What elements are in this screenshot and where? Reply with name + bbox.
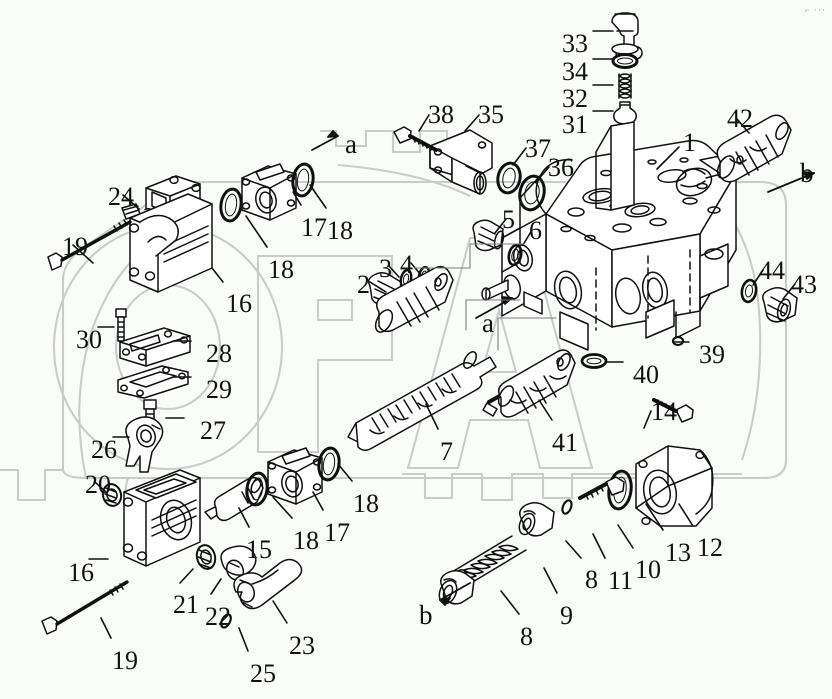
callout-7: 7: [440, 437, 453, 466]
callout-6: 6: [529, 216, 542, 245]
callout-18-a: 18: [268, 255, 294, 284]
part-26-link-joint: [125, 416, 164, 473]
callout-13: 13: [665, 538, 691, 567]
callout-17-lower: 17: [324, 518, 350, 547]
callout-8-upper: 8: [585, 565, 598, 594]
callout-30: 30: [76, 325, 102, 354]
callout-43: 43: [791, 270, 817, 299]
part-1-valve-body: [481, 121, 761, 351]
part-12-spring-cover: [635, 445, 714, 527]
callout-42: 42: [727, 104, 753, 133]
callout-2: 2: [357, 270, 370, 299]
part-36-oring: [518, 174, 546, 212]
part-37-oring: [496, 161, 522, 195]
part-30-bolt: [115, 308, 127, 342]
part-42-check-valve: [716, 114, 792, 183]
callout-22: 22: [205, 602, 231, 631]
corner-watermark-mark: ⌐ ···: [804, 5, 826, 15]
part-19-tie-bolt-lower: [41, 580, 129, 635]
linework-layer: [41, 12, 815, 652]
callout-12: 12: [697, 533, 723, 562]
callout-8-lower: 8: [520, 622, 533, 651]
callout-11: 11: [608, 566, 634, 595]
callout-27: 27: [200, 416, 226, 445]
callout-20: 20: [85, 470, 111, 499]
callout-10: 10: [635, 555, 661, 584]
callout-32: 32: [562, 84, 588, 113]
part-35-port-flange: [429, 129, 493, 195]
section-marker-b-bottom: b: [419, 600, 433, 630]
assembly-route-lines: [413, 243, 557, 351]
callout-9: 9: [560, 601, 573, 630]
part-20-bushing: [101, 483, 123, 507]
callout-1: 1: [683, 128, 696, 157]
callout-26: 26: [91, 435, 117, 464]
callout-16-upper: 16: [226, 289, 252, 318]
part-21-bushing-small: [195, 544, 217, 570]
callout-17-upper: 17: [301, 213, 327, 242]
part-17-flange-upper: [241, 163, 297, 221]
part-18-oring-a: [219, 187, 243, 223]
section-marker-a-top: a: [345, 129, 357, 159]
part-25-snap-ring: [220, 613, 232, 629]
part-18-oring-c: [245, 471, 269, 507]
callout-18-c: 18: [293, 526, 319, 555]
part-33-relief-cap: [611, 12, 643, 61]
callout-33: 33: [562, 29, 588, 58]
callout-21: 21: [173, 590, 199, 619]
part-22-collar: [220, 545, 257, 581]
callout-18-b: 18: [327, 216, 353, 245]
part-28-bracket: [119, 327, 191, 367]
callout-25: 25: [250, 659, 276, 688]
callout-4: 4: [400, 250, 413, 279]
part-29-gasket: [117, 365, 189, 399]
callout-3: 3: [379, 254, 392, 283]
callout-36: 36: [548, 153, 574, 182]
callout-34: 34: [562, 57, 588, 86]
callout-16-lower: 16: [68, 558, 94, 587]
callout-5: 5: [502, 205, 515, 234]
part-10-bolt: [578, 476, 625, 500]
section-marker-b-right: b: [800, 158, 814, 188]
part-14-bolt: [652, 398, 694, 423]
part-41-spool-short: [482, 349, 576, 418]
part-19-tie-bolt-upper: [47, 219, 132, 271]
callout-38: 38: [428, 100, 454, 129]
callout-18-d: 18: [353, 489, 379, 518]
callout-37: 37: [525, 134, 551, 163]
callout-39: 39: [699, 340, 725, 369]
callout-19-upper: 19: [62, 232, 88, 261]
part-6-oring: [507, 243, 523, 267]
callout-35: 35: [478, 100, 504, 129]
part-43-plug-end: [762, 287, 798, 323]
callout-40: 40: [633, 360, 659, 389]
callout-23: 23: [289, 631, 315, 660]
part-8-seat-upper: [518, 502, 555, 537]
callout-29: 29: [206, 375, 232, 404]
part-32-spring: [618, 73, 632, 99]
callout-14: 14: [651, 397, 677, 426]
callout-24: 24: [108, 182, 134, 211]
part-16-cover-lower: [122, 469, 201, 567]
part-44-oring: [740, 278, 758, 304]
part-17-flange-lower: [267, 447, 323, 505]
callout-28: 28: [206, 339, 232, 368]
callout-31: 31: [562, 110, 588, 139]
callout-44: 44: [759, 256, 785, 285]
leader-lines: [72, 30, 796, 652]
part-7-spool-long: [347, 351, 497, 451]
callout-41: 41: [552, 428, 578, 457]
part-39-oring-tiny: [671, 335, 685, 347]
part-5-plug: [472, 219, 505, 252]
callout-19-lower: 19: [112, 646, 138, 675]
part-40-oring: [580, 353, 608, 369]
callout-15: 15: [246, 535, 272, 564]
part-23-lever-arm: [233, 558, 303, 610]
part-38-bolt: [393, 126, 438, 152]
section-marker-a-middle: a: [482, 308, 494, 338]
part-18-oring-b: [291, 162, 315, 198]
part-34-oring: [611, 53, 639, 69]
part-11-washer: [561, 499, 573, 515]
